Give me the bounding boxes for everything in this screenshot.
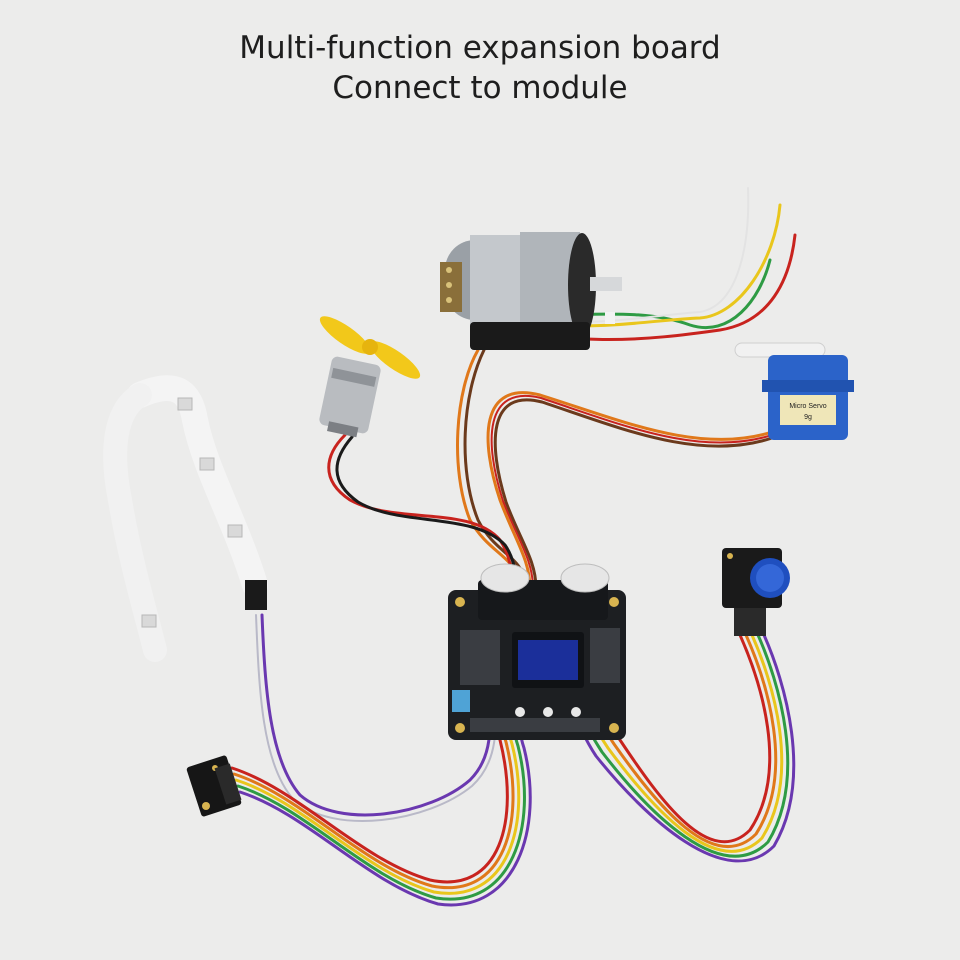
temperature-sensor xyxy=(452,690,470,712)
led-strip-connector xyxy=(245,580,267,610)
expansion-board xyxy=(448,563,626,740)
servo-label-line2: 9g xyxy=(804,414,812,421)
led-strip-cable-grey xyxy=(255,614,497,822)
pin-headers xyxy=(460,628,620,732)
led-chip-3 xyxy=(227,524,243,538)
servo-cable-brown xyxy=(493,398,774,590)
rotary-potentiometer-module xyxy=(722,548,790,636)
dc-motor-cable-black xyxy=(335,435,518,590)
micro-servo: Micro Servo 9g xyxy=(734,342,854,440)
led-strip-cable-purple xyxy=(260,613,492,817)
led-chip-1 xyxy=(177,397,193,411)
led-chip-2 xyxy=(199,457,215,471)
left-sensor-module xyxy=(186,755,242,817)
dc-fan-motor xyxy=(319,316,421,438)
led-chip-4 xyxy=(141,614,157,628)
dc-motor-cable-red xyxy=(327,433,514,590)
servo-cable-orange xyxy=(486,391,774,590)
title-line-2: Connect to module xyxy=(332,70,628,106)
title-line-1: Multi-function expansion board xyxy=(239,30,721,66)
page-title: Multi-function expansion board Connect t… xyxy=(0,28,960,108)
board-button-2 xyxy=(543,707,553,717)
gear-motor-cable-orange xyxy=(456,348,522,587)
fan-propeller xyxy=(319,316,421,379)
ultrasonic-left xyxy=(480,563,530,593)
board-button-3 xyxy=(571,707,581,717)
gear-motor-cable-brown xyxy=(463,348,528,587)
servo-label-line1: Micro Servo xyxy=(789,403,826,410)
board-button-1 xyxy=(515,707,525,717)
led-strip xyxy=(103,375,268,662)
gear-motor xyxy=(440,232,622,350)
servo-cable-red xyxy=(490,395,773,589)
ultrasonic-right xyxy=(560,563,610,593)
